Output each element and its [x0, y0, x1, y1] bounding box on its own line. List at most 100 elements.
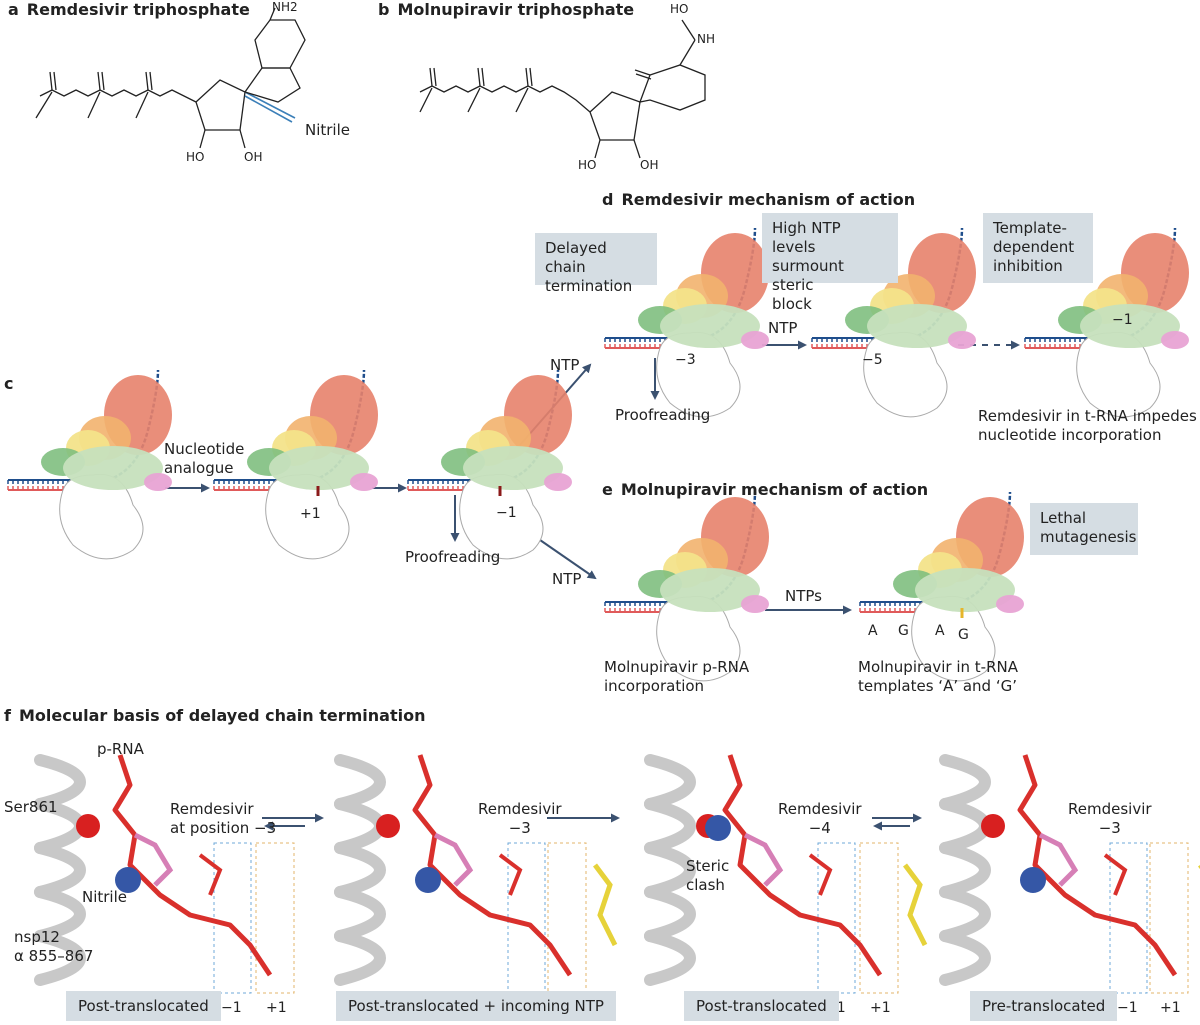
ser861-label: Ser861 [4, 798, 58, 816]
polymerase-active-site [144, 473, 172, 491]
helix-turn [939, 754, 992, 810]
panel-b-letter: b [378, 0, 390, 19]
state-label-4: Pre-translocated [970, 991, 1118, 1021]
proofreading-c-label: Proofreading [405, 548, 501, 566]
polymerase-active-site [996, 595, 1024, 613]
callout-delayed-chain-termination: Delayed chain termination [535, 233, 657, 295]
helix-turn [34, 930, 87, 986]
polymerase-active-site [741, 331, 769, 349]
helix-turn [334, 842, 387, 898]
ser861-sphere-3 [981, 814, 1005, 838]
remdesivir-nucleotide [433, 832, 474, 887]
polymerase-palm-domain [1080, 304, 1180, 348]
position-minus1-label: −1 [496, 505, 517, 521]
nsp12-helix-1 [334, 754, 387, 986]
molnupiravir-ho-label: HO [578, 158, 597, 172]
nitrile-sphere-3 [1020, 867, 1046, 893]
nitrile-sphere-0 [115, 867, 141, 893]
molnupiravir-structure [419, 19, 706, 159]
pos-minus1-a: −1 [221, 1000, 242, 1016]
helix-turn [939, 930, 992, 986]
prna-backbone [112, 754, 273, 977]
nsp12-label: nsp12 α 855–867 [14, 928, 94, 965]
dynamic-graphics [7, 227, 1200, 986]
remdesivir-nh2-label: NH2 [272, 0, 298, 14]
position-minus3-label: −3 [675, 352, 696, 368]
remdesivir-minus3-label: Remdesivir −3 [478, 800, 562, 837]
steric-clash-label: Steric clash [686, 857, 730, 894]
remdesivir-oh-label: OH [244, 150, 263, 164]
helix-turn [939, 842, 992, 898]
prna-backbone [412, 754, 573, 977]
rna-model-3 [1017, 754, 1200, 977]
ser861-sphere-1 [376, 814, 400, 838]
molnupiravir-hydroxyl-label: HO [670, 2, 689, 16]
base-stick [808, 853, 833, 896]
remdesivir-nitrile-label: Nitrile [305, 121, 350, 139]
base-a2-label: A [935, 623, 945, 639]
molnupiravir-nh-label: NH [697, 32, 715, 46]
base-stick [1103, 853, 1128, 896]
panel-f-title: Molecular basis of delayed chain termina… [18, 706, 426, 725]
base-g2-label: G [958, 627, 969, 643]
polymerase-active-site [350, 473, 378, 491]
polymerase-0 [41, 375, 172, 560]
helix-turn [644, 798, 697, 854]
helix-turn [334, 930, 387, 986]
base-g1-label: G [898, 623, 909, 639]
helix-turn [34, 754, 87, 810]
remdesivir-minus4-label: Remdesivir −4 [778, 800, 862, 837]
helix-turn [334, 886, 387, 942]
ntp-down-label: NTP [552, 570, 582, 588]
panel-b-title: Molnupiravir triphosphate [397, 0, 635, 19]
polymerase-active-site [1161, 331, 1189, 349]
nucleotide-analogue-label: Nucleotide analogue [164, 440, 245, 477]
callout-high-ntp-levels: High NTP levels surmount steric block [762, 213, 898, 313]
prna-backbone [722, 754, 883, 977]
position-minus1-d-label: −1 [1112, 312, 1133, 328]
polymerase-active-site [741, 595, 769, 613]
panel-f-letter: f [4, 706, 11, 725]
rna-model-0 [112, 754, 273, 977]
ntps-label: NTPs [785, 587, 822, 605]
polymerase-2 [441, 375, 572, 560]
pos-minus1-d: −1 [1117, 1000, 1138, 1016]
pos-plus1-c: +1 [870, 1000, 891, 1016]
state-label-3: Post-translocated [684, 991, 839, 1021]
polymerase-active-site [544, 473, 572, 491]
prna-label: p-RNA [97, 740, 144, 758]
panel-a-title: Remdesivir triphosphate [26, 0, 250, 19]
rna-model-2 [722, 754, 928, 977]
panel-d-title: Remdesivir mechanism of action [621, 190, 916, 209]
nitrile-sphere-1 [415, 867, 441, 893]
panel-a-letter: a [8, 0, 19, 19]
polymerase-palm-domain [660, 568, 760, 612]
remdesivir-ho-label: HO [186, 150, 205, 164]
helix-turn [334, 798, 387, 854]
remdesivir-position-label: Remdesivir at position −3 [170, 800, 277, 837]
ntp-up-label: NTP [550, 356, 580, 374]
ntp-d-label: NTP [768, 319, 798, 337]
polymerase-palm-domain [867, 304, 967, 348]
nsp12-helix-3 [939, 754, 992, 986]
polymerase-6 [638, 497, 769, 682]
incoming-ntp [903, 863, 928, 947]
base-stick [498, 853, 523, 896]
helix-turn [644, 842, 697, 898]
base-a1-label: A [868, 623, 878, 639]
panel-b-header: b Molnupiravir triphosphate [378, 0, 634, 19]
helix-turn [644, 886, 697, 942]
panel-f-header: f Molecular basis of delayed chain termin… [4, 706, 425, 725]
nitrile-sphere-2 [705, 815, 731, 841]
panel-a-header: a Remdesivir triphosphate [8, 0, 250, 19]
proofreading-d-label: Proofreading [615, 406, 711, 424]
position-minus5-label: −5 [862, 352, 883, 368]
helix-turn [34, 886, 87, 942]
polymerase-1 [247, 375, 378, 560]
remdesivir-nucleotide [1038, 832, 1079, 887]
prna-backbone [1017, 754, 1178, 977]
